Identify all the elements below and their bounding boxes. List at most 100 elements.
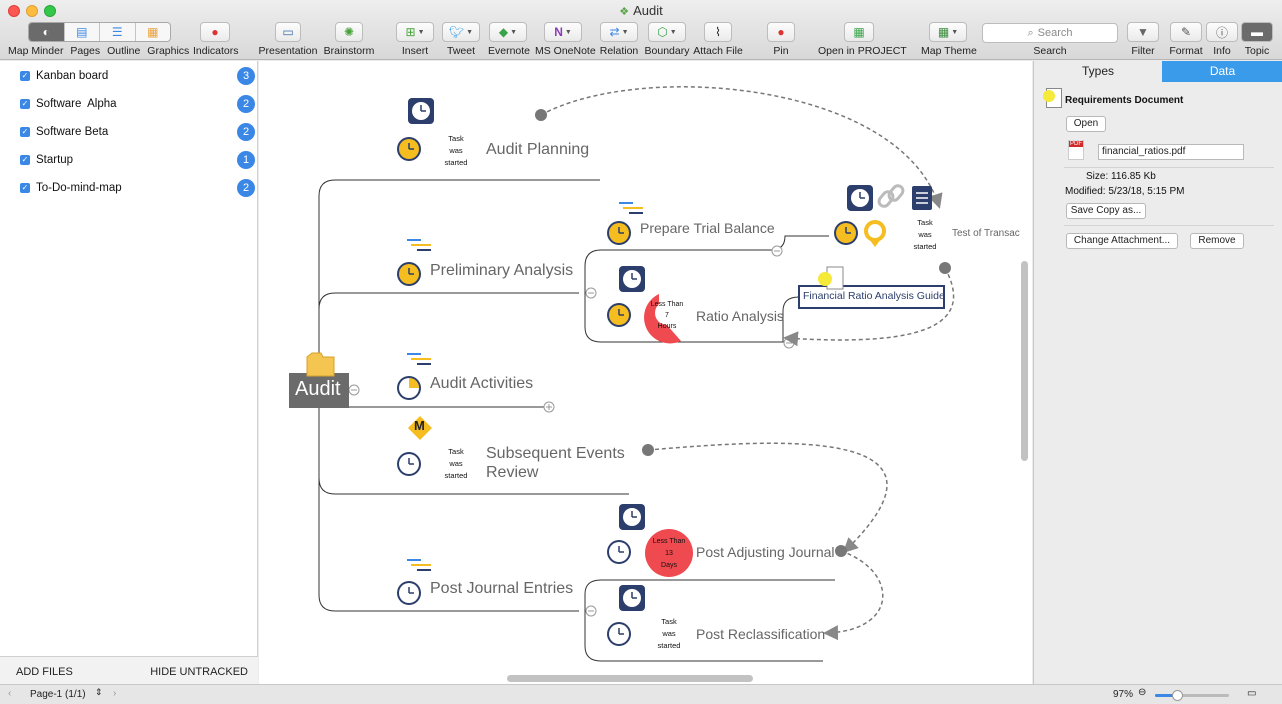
chevron-down-icon: ▼ [951, 28, 959, 36]
pdf-file-icon: PDF [1068, 140, 1084, 160]
sidebar-item-kanban-board[interactable]: ✓ Kanban board 3 [0, 63, 258, 87]
filter-button[interactable]: ▼Filter [1126, 22, 1160, 58]
folder-icon [306, 352, 335, 377]
pages-tab[interactable]: ▤ [65, 23, 100, 41]
count-badge: 1 [237, 151, 255, 169]
boundary-icon: ⬡ [657, 25, 668, 39]
mind-map-canvas[interactable]: Audit M Audit Planning Preliminary Analy… [259, 61, 1032, 684]
sidebar-item-software-beta[interactable]: ✓ Software Beta 2 [0, 119, 258, 143]
topic-data-panel: Types Data Requirements Document Open PD… [1033, 61, 1282, 684]
file-name-field[interactable]: financial_ratios.pdf [1098, 144, 1244, 160]
guide-box-outline [798, 285, 945, 309]
topic-post-journal-entries[interactable]: Post Journal Entries [430, 580, 574, 597]
topic-subsequent-events-line2[interactable]: Review [486, 464, 539, 481]
topic-preliminary-analysis[interactable]: Preliminary Analysis [430, 262, 574, 279]
warning-marker-icon [1043, 90, 1055, 102]
file-size: Size: 116.85 Kb [1086, 171, 1156, 182]
chevron-down-icon: ▼ [510, 28, 518, 36]
project-icon: ▦ [853, 25, 865, 39]
chevron-down-icon: ▼ [564, 28, 572, 36]
relation-button[interactable]: ⇄▼Relation [599, 22, 639, 58]
close-window-button[interactable] [8, 5, 20, 17]
checkbox-checked-icon[interactable]: ✓ [20, 155, 30, 165]
attachment-title: Requirements Document [1065, 95, 1184, 106]
zoom-slider[interactable] [1155, 690, 1229, 701]
zoom-level: 97% [1113, 689, 1134, 700]
tweet-button[interactable]: 🐦︎▼Tweet [442, 22, 480, 58]
checkbox-checked-icon[interactable]: ✓ [20, 71, 30, 81]
financial-ratio-guide-link[interactable]: Financial Ratio Analysis Guide [803, 290, 945, 302]
sidebar-item-startup[interactable]: ✓ Startup 1 [0, 147, 258, 171]
status-bar: ‹ Page-1 (1/1) ⇕ › 97% ⊖ ▭ [0, 684, 1282, 704]
panel-divider [1064, 225, 1274, 226]
topic-post-adjusting-journal[interactable]: Post Adjusting Journal [696, 544, 835, 560]
open-in-project-button[interactable]: ▦Open in PROJECT [818, 22, 907, 58]
pin-icon: ● [777, 25, 785, 39]
change-attachment-button[interactable]: Change Attachment... [1066, 233, 1178, 249]
back-arrow-icon[interactable]: ‹ [8, 688, 12, 699]
zoom-slider-thumb[interactable] [1172, 690, 1184, 701]
topic-test-of-transactions[interactable]: Test of Transac [952, 228, 1020, 239]
checkbox-checked-icon[interactable]: ✓ [20, 127, 30, 137]
zoom-out-icon[interactable]: ⊖ [1138, 687, 1147, 698]
open-button[interactable]: Open [1066, 116, 1106, 132]
view-tab-labels: Map Minder Pages Outline Graphics [8, 45, 193, 57]
tab-types[interactable]: Types [1034, 61, 1162, 82]
topic-audit-activities[interactable]: Audit Activities [430, 375, 534, 392]
count-badge: 2 [237, 179, 255, 197]
outline-label: Outline [107, 45, 141, 57]
topic-ratio-analysis[interactable]: Ratio Analysis [696, 308, 784, 324]
minimize-window-button[interactable] [26, 5, 38, 17]
topic-button[interactable]: ▬Topic [1240, 22, 1274, 58]
indicators-button[interactable]: ●Indicators [193, 22, 239, 58]
add-files-button[interactable]: ADD FILES [16, 666, 73, 678]
page-stepper-icon[interactable]: ⇕ [95, 687, 103, 697]
topic-audit-planning[interactable]: Audit Planning [486, 141, 590, 158]
format-button[interactable]: ✎Format [1169, 22, 1203, 58]
topic-post-reclassification[interactable]: Post Reclassification [696, 626, 826, 642]
insert-button[interactable]: ⊞▼Insert [395, 22, 435, 58]
checkbox-checked-icon[interactable]: ✓ [20, 183, 30, 193]
root-node-box [289, 373, 349, 408]
forward-arrow-icon[interactable]: › [113, 688, 117, 699]
sidebar-item-software-alpha[interactable]: ✓ Software Alpha 2 [0, 91, 258, 115]
deadline-circle-adjusting [645, 529, 693, 577]
vertical-scrollbar[interactable] [1021, 261, 1028, 461]
topic-subsequent-events-line1[interactable]: Subsequent Events [486, 445, 625, 462]
count-badge: 2 [237, 95, 255, 113]
sidebar-toggle-icon[interactable]: ▭ [1247, 688, 1257, 699]
save-copy-button[interactable]: Save Copy as... [1066, 203, 1146, 219]
outline-tab[interactable]: ☰ [100, 23, 136, 41]
view-segmented-control[interactable]: ◐ ▤ ☰ ▦ [28, 22, 171, 42]
tab-data[interactable]: Data [1162, 61, 1282, 82]
milestone-icon [408, 416, 432, 440]
search-icon: ⌕ [1027, 26, 1034, 39]
checkbox-checked-icon[interactable]: ✓ [20, 99, 30, 109]
search-input[interactable]: ⌕Search [982, 23, 1118, 43]
map-theme-button[interactable]: ▦▼Map Theme [921, 22, 977, 58]
presentation-button[interactable]: ▭Presentation [258, 22, 318, 58]
paperclip-icon: ⌇ [715, 25, 721, 39]
filter-icon: ▼ [1137, 25, 1149, 39]
zoom-window-button[interactable] [44, 5, 56, 17]
hide-untracked-button[interactable]: HIDE UNTRACKED [150, 666, 248, 678]
theme-icon: ▦ [937, 25, 950, 39]
onenote-button[interactable]: N▼MS OneNote [535, 22, 596, 58]
graphics-tab[interactable]: ▦ [147, 25, 159, 39]
evernote-button[interactable]: ◆▼Evernote [488, 22, 530, 58]
search-label: Search [1033, 45, 1067, 57]
brainstorm-button[interactable]: ✺Brainstorm [323, 22, 375, 58]
pages-label: Pages [70, 45, 101, 57]
remove-button[interactable]: Remove [1190, 233, 1244, 249]
topic-prepare-trial-balance[interactable]: Prepare Trial Balance [640, 220, 775, 236]
map-minder-tab[interactable]: ◐ [29, 23, 65, 41]
pin-button[interactable]: ●Pin [767, 22, 795, 58]
root-node[interactable]: Audit [295, 378, 341, 400]
attach-file-button[interactable]: ⌇Attach File [693, 22, 743, 58]
sidebar-item-to-do-mind-map[interactable]: ✓ To-Do-mind-map 2 [0, 175, 258, 199]
boundary-button[interactable]: ⬡▼Boundary [644, 22, 690, 58]
horizontal-scrollbar[interactable] [507, 675, 753, 682]
